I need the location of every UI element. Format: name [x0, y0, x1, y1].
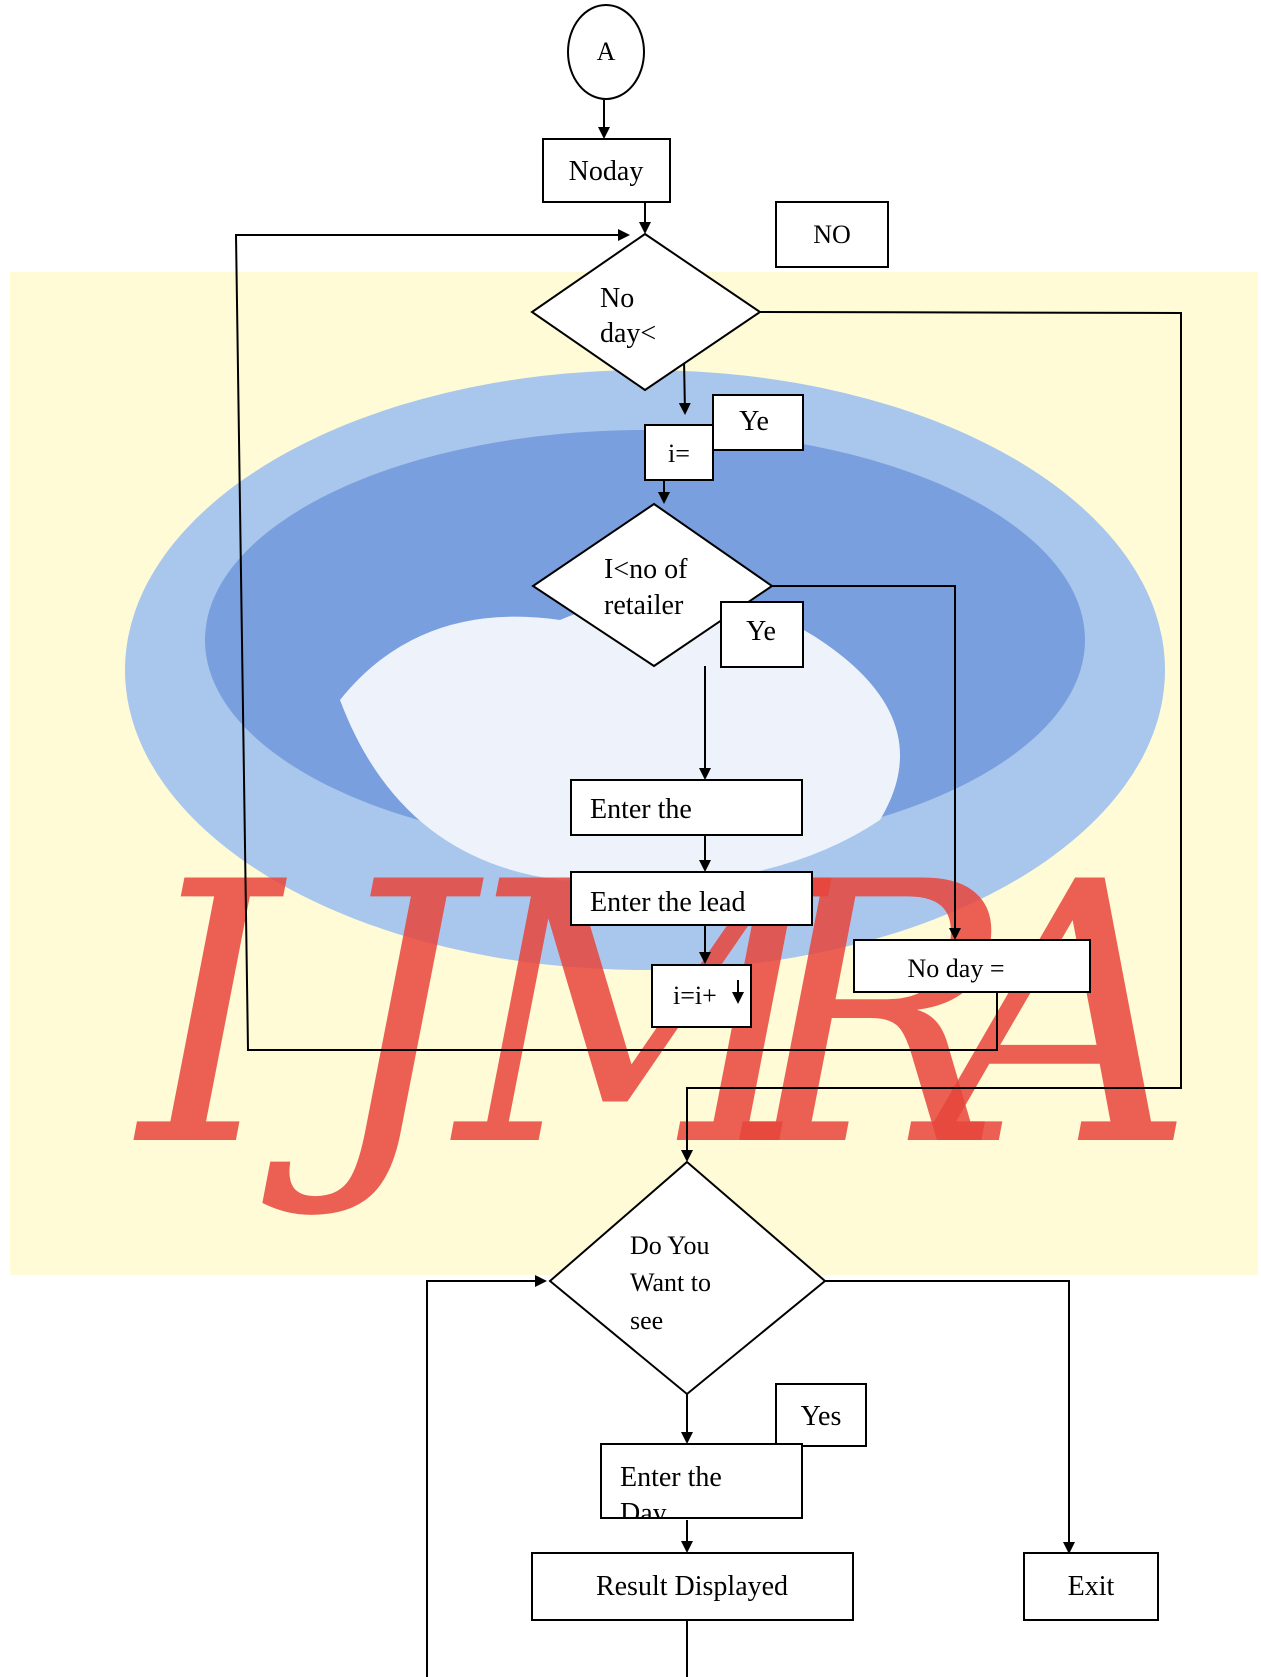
connector-a-label: A — [597, 37, 616, 66]
yes-label-box-2: Ye — [720, 601, 804, 668]
decision-see-line-3: see — [630, 1306, 663, 1335]
process-i-init: i= — [644, 424, 714, 481]
decision-noday-line-1: No — [600, 283, 634, 314]
decision-see-line-1: Do You — [630, 1231, 710, 1260]
watermark-letter-i: I — [133, 806, 291, 1225]
process-enter-the-day-label: Enter the — [620, 1462, 722, 1493]
process-enter-the-lead: Enter the lead — [570, 871, 813, 926]
decision-see-line-2: Want to — [630, 1268, 711, 1297]
no-label-text: NO — [813, 220, 851, 249]
terminal-exit: Exit — [1023, 1552, 1159, 1621]
process-i-increment-label: i=i+ — [673, 981, 717, 1010]
connectors — [234, 100, 1182, 1677]
connector-a: A — [567, 4, 645, 100]
decision-retailer: I<no of retailer — [531, 502, 774, 668]
process-enter-the-lead-label: Enter the lead — [590, 887, 745, 918]
no-label-box: NO — [775, 201, 889, 268]
see-back-line — [426, 1275, 547, 1677]
decision-see: Do You Want to see — [548, 1160, 827, 1396]
process-no-day-assign-label: No day = — [908, 954, 1005, 983]
process-enter-the-label: Enter the — [590, 794, 692, 825]
process-result-displayed-label: Result Displayed — [596, 1571, 788, 1602]
no-branch-line — [681, 311, 1182, 1162]
decision-noday-line-2: day< — [600, 318, 656, 349]
yes-label-box-1: Ye — [712, 394, 804, 451]
watermark-letter-a: A — [907, 806, 1195, 1225]
process-i-increment: i=i+ — [651, 964, 752, 1028]
process-noday-label: Noday — [569, 156, 644, 187]
process-result-displayed: Result Displayed — [531, 1552, 854, 1621]
decision-retailer-line-1: I<no of — [604, 554, 688, 585]
see-no-line — [825, 1280, 1075, 1554]
yes-branch-1-line — [678, 359, 691, 415]
process-noday: Noday — [542, 138, 671, 203]
process-no-day-assign: No day = — [853, 939, 1091, 1050]
decision-retailer-line-2: retailer — [604, 590, 684, 621]
decision-noday: No day< — [530, 232, 762, 392]
process-enter-the-day: Enter the Day — [600, 1443, 803, 1529]
process-i-init-label: i= — [668, 439, 690, 468]
yes-label-2-text: Ye — [746, 616, 776, 647]
process-enter-the-day-cut-label: Day — [620, 1498, 667, 1529]
yes-label-3-text: Yes — [801, 1401, 842, 1432]
yes-label-box-3: Yes — [775, 1383, 867, 1447]
retailer-no-line — [772, 585, 961, 940]
process-enter-the: Enter the — [570, 779, 803, 836]
watermark: I J M R A — [10, 272, 1258, 1275]
yes-label-1-text: Ye — [739, 406, 769, 437]
terminal-exit-label: Exit — [1068, 1571, 1115, 1602]
